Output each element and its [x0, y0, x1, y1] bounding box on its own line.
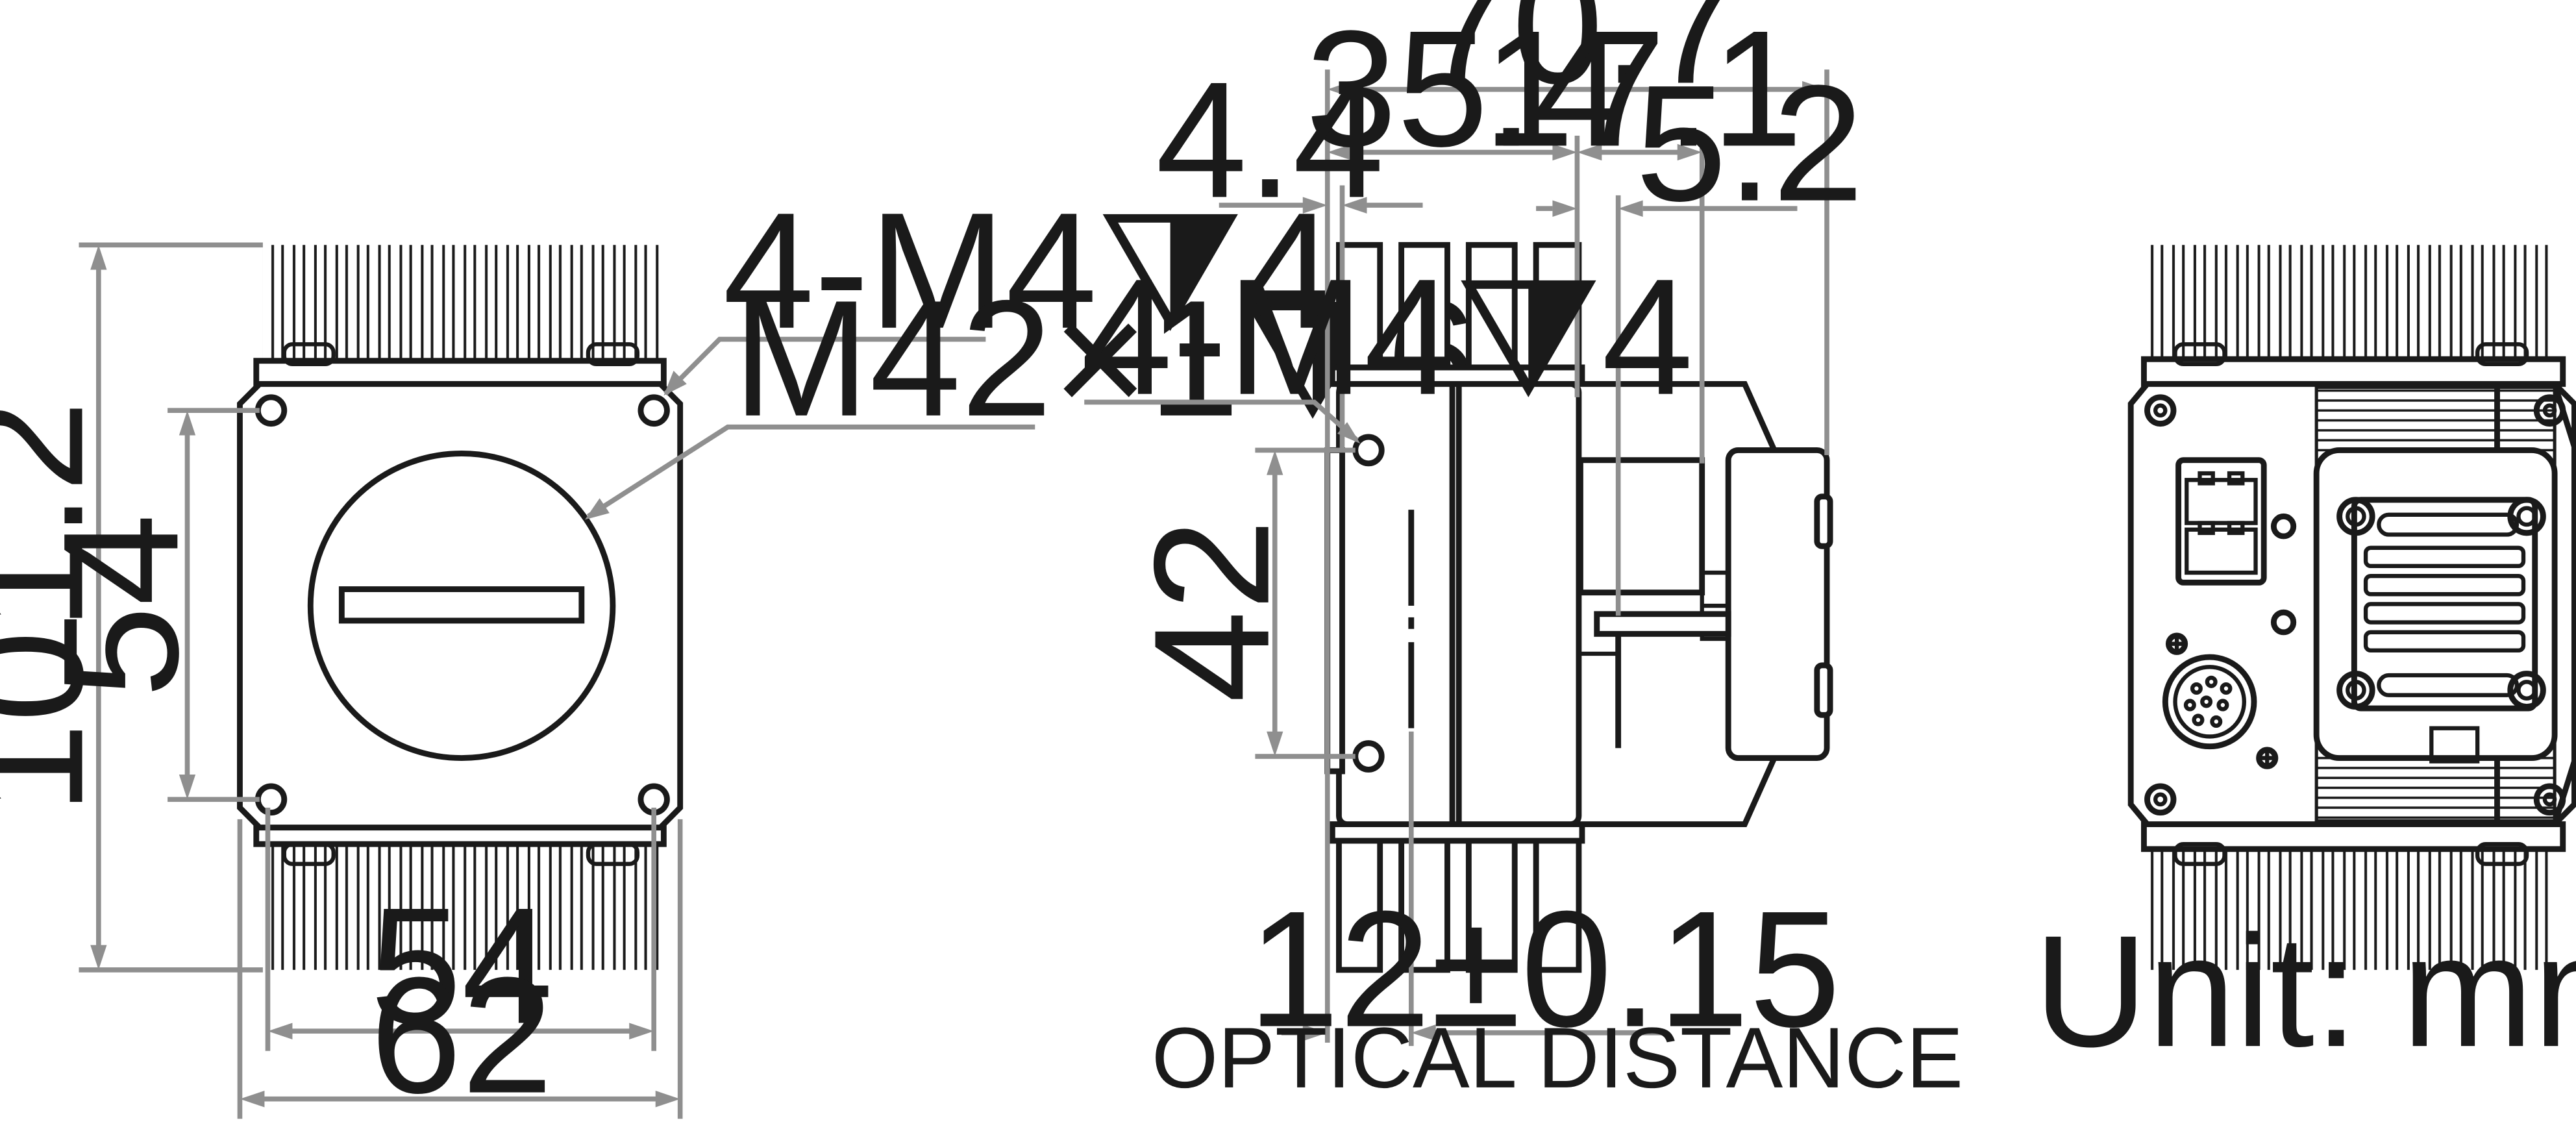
side-view: 70.7 35.4 17.1 4.4 5.2 42 — [1081, 0, 1963, 1106]
unit-label: Unit: mm — [2034, 902, 2576, 1080]
dim-width-label: 62 — [370, 943, 552, 1128]
status-led-icon — [2270, 513, 2297, 540]
status-led-icon — [2270, 609, 2297, 636]
dim-body-length-label: 35.4 — [1306, 0, 1626, 181]
dim-hole-pitch-horizontal-label: 54 — [370, 873, 552, 1058]
side-rear-cover — [1725, 447, 1830, 762]
dim-height-label: 101.2 — [0, 401, 117, 815]
screw-icon — [2336, 671, 2375, 710]
rear-heatsink-fins-bottom — [2150, 836, 2552, 970]
mount-hole-icon — [2144, 394, 2177, 427]
dim-hole-pitch-label: 42 — [1119, 519, 1303, 703]
line-sensor-window — [338, 586, 585, 624]
mount-hole-icon — [2533, 394, 2566, 427]
mount-hole-icon — [2144, 783, 2177, 816]
dim-rear-length-label: 17.1 — [1483, 0, 1803, 181]
dim-overall-length-label: 70.7 — [1420, 0, 1740, 118]
mount-hole-icon — [2533, 783, 2566, 816]
side-callout-mount-holes: 4-M4⧩4 — [1081, 244, 1693, 429]
front-heatsink-fins-top — [262, 245, 662, 375]
dim-optical-distance-label: 12±0.15 — [1248, 876, 1840, 1061]
front-heatsink-fins-bottom — [262, 827, 662, 970]
rear-heatsink-fins-top — [2150, 245, 2552, 371]
rear-view: Unit: mm — [2034, 245, 2576, 1080]
front-view: 101.2 54 54 62 4-M4⧩4 M42×1⧩6 — [0, 178, 1478, 1128]
screw-icon — [2336, 497, 2375, 536]
dim-hole-pitch-vertical-label: 54 — [29, 514, 212, 698]
lens-mount-circle — [307, 451, 616, 762]
callout-mount-holes: 4-M4⧩4 — [723, 178, 1335, 363]
io-connector-icon — [2162, 654, 2257, 750]
dim-front-offset-label: 4.4 — [1156, 47, 1384, 232]
optical-distance-caption: OPTICAL DISTANCE — [1152, 1009, 1963, 1106]
dim-rear-offset-label: 5.2 — [1635, 51, 1864, 236]
mount-hole-icon — [638, 394, 670, 427]
screw-icon — [2507, 497, 2546, 536]
screw-icon — [2507, 671, 2546, 710]
